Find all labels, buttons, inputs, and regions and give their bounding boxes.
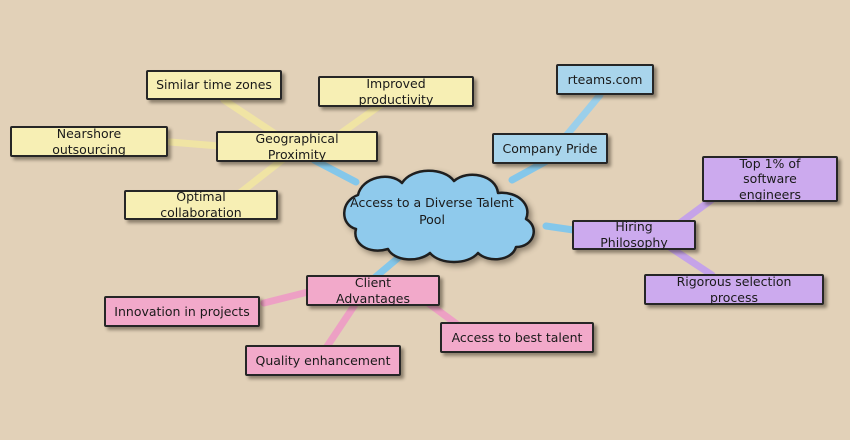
- edge-hiring-rigorous: [664, 242, 716, 279]
- node-label: Client Advantages: [336, 274, 410, 306]
- node-client-advantages[interactable]: Client Advantages: [306, 275, 440, 306]
- node-label: Top 1% of software engineers: [739, 155, 801, 202]
- node-quality-enhancement[interactable]: Quality enhancement: [245, 345, 401, 376]
- node-label: Geographical Proximity: [255, 130, 339, 162]
- cloud-label: Access to a Diverse Talent Pool: [350, 195, 514, 227]
- edge-client-quality: [322, 299, 360, 352]
- node-central-cloud[interactable]: Access to a Diverse Talent Pool: [312, 165, 552, 267]
- node-label: Optimal collaboration: [160, 189, 242, 220]
- node-label: Company Pride: [502, 140, 598, 156]
- node-label: Improved productivity: [358, 75, 434, 107]
- node-geographical-proximity[interactable]: Geographical Proximity: [216, 131, 378, 162]
- node-rteams-com[interactable]: rteams.com: [556, 64, 654, 95]
- node-label: Nearshore outsourcing: [52, 125, 126, 157]
- node-label: Access to best talent: [451, 329, 583, 345]
- node-label: Quality enhancement: [255, 352, 391, 368]
- edge-cloud-geographical-proximity: [310, 156, 360, 186]
- node-label: Hiring Philosophy: [600, 219, 668, 250]
- node-nearshore-outsourcing[interactable]: Nearshore outsourcing: [10, 126, 168, 157]
- edge-geoprox-optimal: [232, 153, 290, 200]
- node-hiring-philosophy[interactable]: Hiring Philosophy: [572, 219, 696, 250]
- node-similar-time-zones[interactable]: Similar time zones: [146, 70, 282, 100]
- node-company-pride[interactable]: Company Pride: [492, 133, 608, 164]
- node-innovation-in-projects[interactable]: Innovation in projects: [104, 296, 260, 327]
- node-improved-productivity[interactable]: Improved productivity: [318, 76, 474, 107]
- node-label: Similar time zones: [156, 77, 272, 93]
- node-label: Innovation in projects: [114, 303, 250, 319]
- node-rigorous-selection-process[interactable]: Rigorous selection process: [644, 274, 824, 305]
- node-label: Rigorous selection process: [676, 273, 792, 305]
- edge-client-innovation: [260, 287, 316, 307]
- edge-geoprox-nearshore: [166, 138, 223, 150]
- node-access-to-best-talent[interactable]: Access to best talent: [440, 322, 594, 353]
- node-optimal-collaboration[interactable]: Optimal collaboration: [124, 189, 278, 220]
- edge-company-pride-rteams: [562, 91, 604, 140]
- node-top-one-percent-software-engineers[interactable]: Top 1% of software engineers: [702, 156, 838, 202]
- cloud-shape: [343, 169, 535, 264]
- node-label: rteams.com: [567, 71, 643, 87]
